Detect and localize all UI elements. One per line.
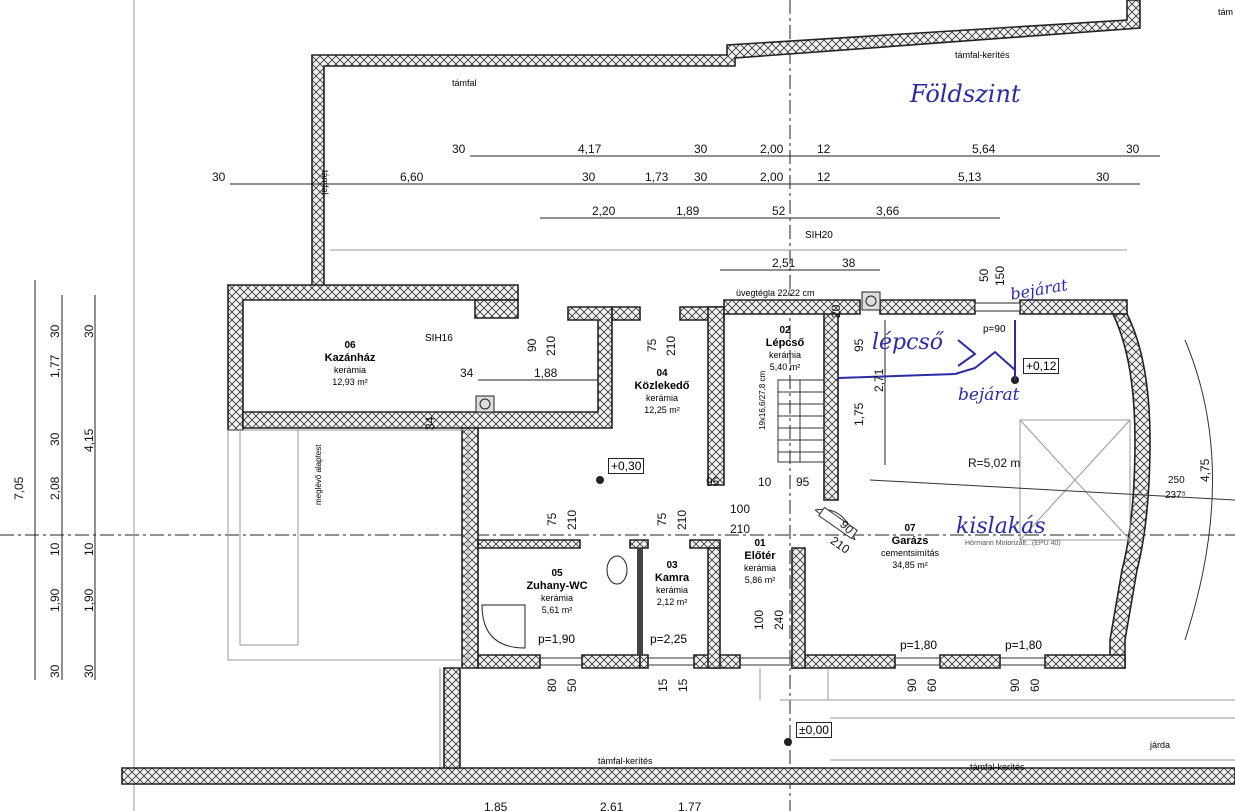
handwritten-stair-line bbox=[837, 350, 1016, 379]
pantry-north-wall-b bbox=[689, 539, 721, 549]
boiler-room-south-wall bbox=[242, 306, 613, 429]
stair-wall bbox=[707, 306, 725, 486]
south-wall-e bbox=[791, 654, 896, 669]
stair-north-wall bbox=[723, 299, 861, 315]
level-marker-3 bbox=[784, 738, 792, 746]
south-wall-a bbox=[477, 654, 541, 669]
south-wall-b bbox=[581, 654, 641, 669]
south-wall-f bbox=[939, 654, 1001, 669]
shower-tray bbox=[481, 604, 526, 649]
level-marker-1 bbox=[596, 476, 604, 484]
retaining-wall-bottom bbox=[121, 767, 1235, 785]
radius-arc bbox=[1184, 339, 1213, 641]
door-swings bbox=[814, 506, 858, 541]
west-wall bbox=[461, 427, 479, 669]
south-wall-g bbox=[1044, 654, 1126, 669]
south-wall-c bbox=[639, 654, 649, 669]
hall-east-wall bbox=[791, 547, 806, 669]
toilet bbox=[606, 555, 628, 585]
site-lines bbox=[227, 249, 1235, 770]
windows bbox=[540, 657, 1045, 666]
pantry-east-wall bbox=[707, 547, 721, 669]
wc-pantry-partition bbox=[637, 548, 643, 655]
chimney-sih20 bbox=[861, 291, 881, 311]
retaining-wall-side bbox=[443, 667, 461, 769]
boiler-wall-stub bbox=[474, 299, 519, 319]
dimension-lines bbox=[34, 155, 1160, 680]
pantry-north-wall-a bbox=[629, 539, 649, 549]
wc-north-wall bbox=[477, 539, 581, 549]
garage-north-wall-a bbox=[879, 299, 976, 315]
radius-line bbox=[869, 479, 1235, 501]
handwritten-arrow bbox=[957, 339, 977, 367]
retaining-wall-top bbox=[311, 0, 1141, 288]
garage-north-wall-b bbox=[1019, 299, 1128, 315]
chimney-sih16 bbox=[475, 395, 495, 413]
stair-steps bbox=[777, 379, 825, 463]
stair-east-wall bbox=[823, 306, 839, 501]
entrance-opening bbox=[974, 302, 1021, 312]
garage-door-outline bbox=[1019, 419, 1131, 541]
corridor-wall-stub bbox=[611, 306, 641, 321]
